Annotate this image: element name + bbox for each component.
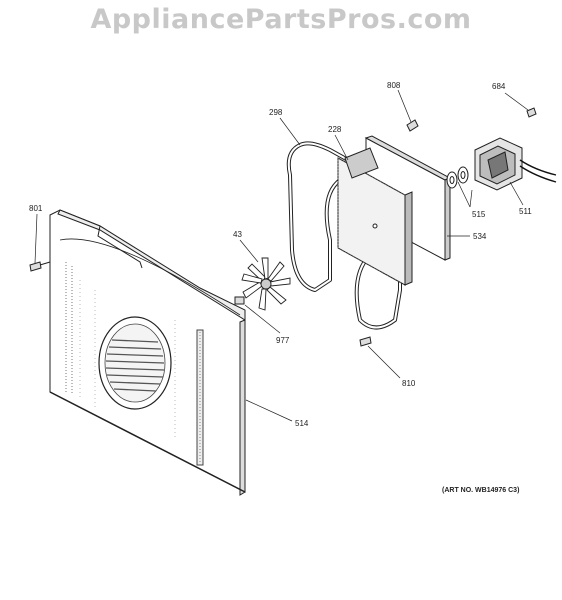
callout-43: 43 xyxy=(233,230,242,239)
callout-228: 228 xyxy=(328,125,342,134)
fan-cover-plate xyxy=(337,135,452,286)
leader-lines xyxy=(34,89,529,422)
watermark: AppliancePartsPros.com xyxy=(90,4,472,35)
art-number: (ART NO. WB14976 C3) xyxy=(442,487,519,494)
callout-298: 298 xyxy=(269,108,283,117)
callout-977: 977 xyxy=(276,336,290,345)
callout-515: 515 xyxy=(472,210,486,219)
callout-534: 534 xyxy=(473,232,487,241)
nut-977-icon xyxy=(234,296,245,305)
callout-810: 810 xyxy=(402,379,416,388)
screw-684-icon xyxy=(526,107,537,118)
washers-515-icon xyxy=(446,166,469,189)
screw-810-icon xyxy=(359,336,372,347)
fan-grille-slots xyxy=(105,339,165,392)
fan-motor xyxy=(474,137,557,191)
screw-801-icon xyxy=(29,261,51,272)
callout-511: 511 xyxy=(519,207,532,216)
callout-684: 684 xyxy=(492,82,506,91)
callout-808: 808 xyxy=(387,81,401,90)
rear-panel xyxy=(49,209,246,496)
screw-808-icon xyxy=(406,119,419,132)
callout-801: 801 xyxy=(29,204,43,213)
fan-blade xyxy=(241,257,291,311)
callout-514: 514 xyxy=(295,419,309,428)
